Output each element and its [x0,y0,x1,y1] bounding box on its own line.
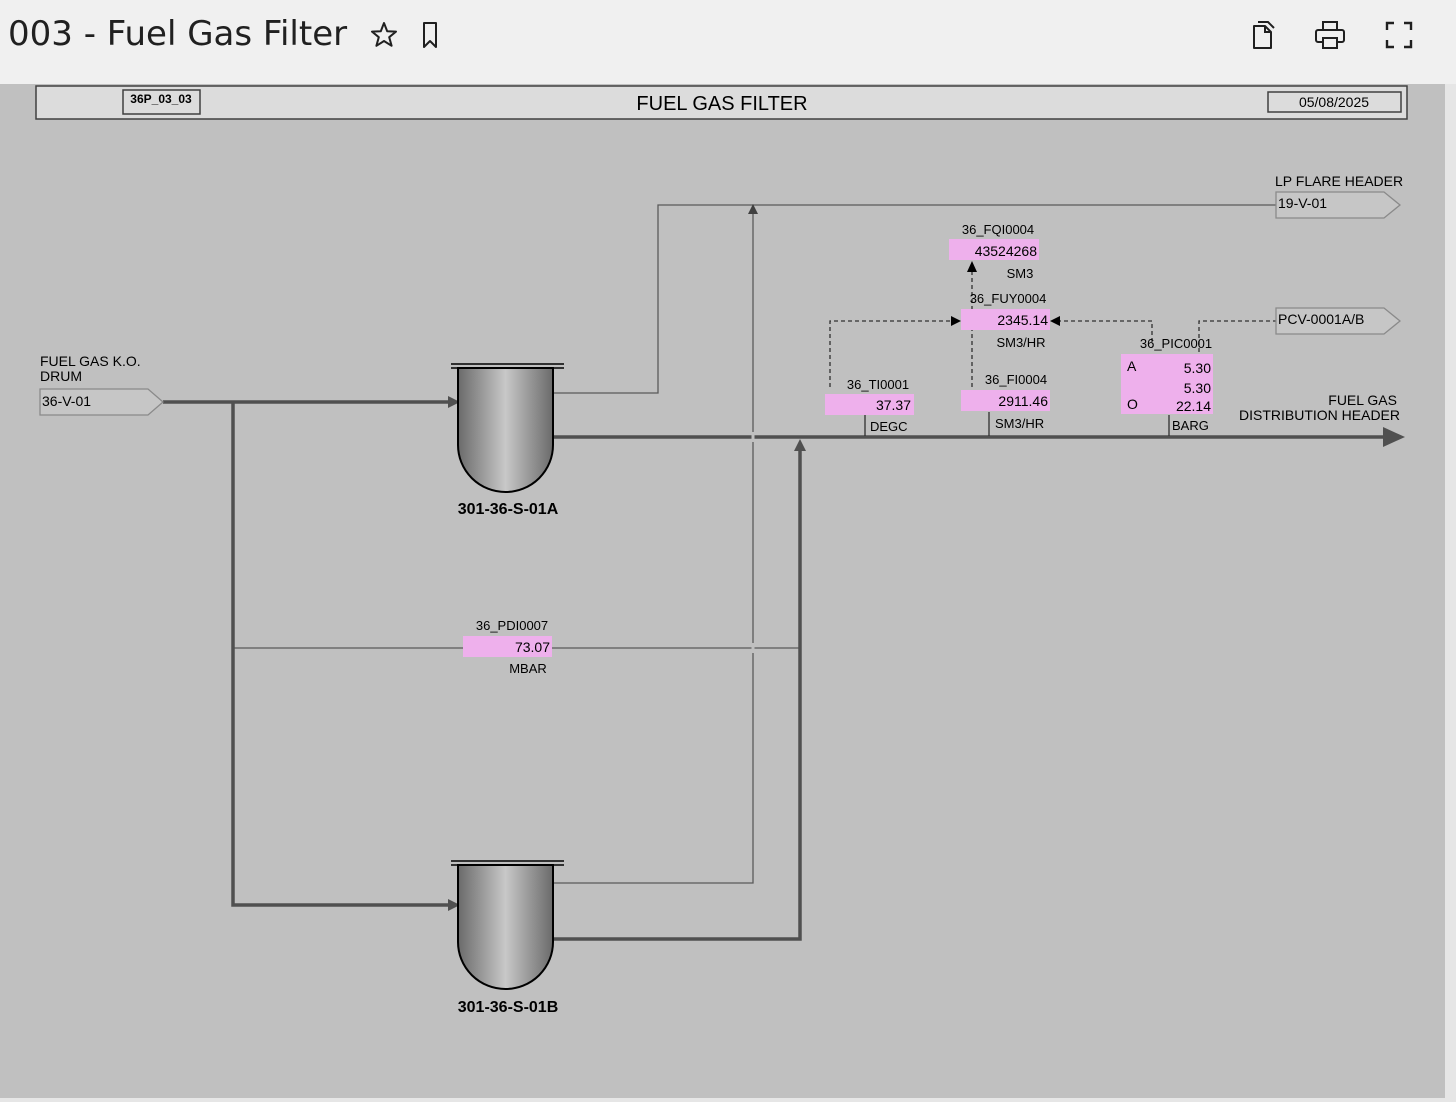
ti-value-box[interactable] [825,394,914,415]
inlet-arrow-b [448,899,460,911]
horizontal-scrollbar[interactable] [0,1098,1445,1102]
pic-sp: 5.30 [1184,380,1211,396]
pic-unit: BARG [1172,418,1209,433]
fqi-unit: SM3 [1007,266,1034,281]
flare-connector[interactable] [1275,191,1402,219]
filter-b-outlet-pipe [553,449,802,941]
pcv-connector[interactable] [1275,307,1402,335]
display-id: 36P_03_03 [130,92,192,106]
process-display: 36P_03_03 FUEL GAS FILTER 05/08/2025 [0,84,1445,1098]
bypass-pipe-b [231,402,450,907]
outlet-arrow [1383,427,1405,447]
fuy-value: 2345.14 [997,312,1048,328]
fqi-tag: 36_FQI0004 [962,222,1034,237]
page-title: 003 - Fuel Gas Filter [8,14,348,54]
fi-value: 2911.46 [998,393,1048,409]
filter-b-flare-line [553,212,754,884]
copy-icon[interactable] [1244,17,1280,53]
process-diagram: 36P_03_03 FUEL GAS FILTER 05/08/2025 [35,85,1408,1016]
pic-out-label: O [1127,396,1138,412]
title-bar: 003 - Fuel Gas Filter [0,0,1456,85]
date-box [1267,91,1402,113]
ti-tag: 36_TI0001 [847,377,909,392]
pic-signal-arrow [1050,316,1060,326]
pic-out: 22.14 [1176,398,1211,414]
fqi-signal-arrow [967,261,977,272]
outlet-label-line2: DISTRIBUTION HEADER [1239,407,1400,423]
pdi-tag: 36_PDI0007 [476,618,548,633]
ti-signal-arrow [951,316,961,326]
outlet-merge-arrow [794,439,806,451]
fqi-value: 43524268 [975,243,1038,259]
flare-label: LP FLARE HEADER [1275,173,1403,189]
pic-pv: 5.30 [1184,360,1211,376]
pcv-signal-line [1198,320,1276,352]
fqi-value-box[interactable] [949,239,1039,260]
inlet-arrow-a [448,396,460,408]
filter-a-label: 301-36-S-01A [458,501,559,518]
flare-tag: 19-V-01 [1278,195,1327,211]
fi-value-box[interactable] [961,390,1050,411]
pcv-tag: PCV-0001A/B [1278,311,1364,327]
fullscreen-icon[interactable] [1381,17,1417,53]
fuy-tag: 36_FUY0004 [970,291,1047,306]
pic-signal-line [1058,320,1153,342]
display-date: 05/08/2025 [1299,94,1369,110]
filter-b-label: 301-36-S-01B [458,999,559,1016]
ti-unit: DEGC [870,419,908,434]
pdi-value-box[interactable] [463,636,552,657]
pic-mode: A [1127,358,1137,374]
pic-faceplate[interactable] [1121,354,1213,414]
inlet-tag: 36-V-01 [42,393,91,409]
outlet-label-line1: FUEL GAS [1328,392,1397,408]
fuy-value-box[interactable] [961,309,1050,330]
display-header [35,85,1408,120]
filter-a-flare-line [553,204,1276,394]
fi-tag: 36_FI0004 [985,372,1047,387]
inlet-label-line1: FUEL GAS K.O. [40,353,141,369]
ti-signal-line [829,320,953,387]
pic-tag: 36_PIC0001 [1140,336,1212,351]
bookmark-icon[interactable] [412,17,448,53]
fi-unit: SM3/HR [995,416,1044,431]
print-icon[interactable] [1312,17,1348,53]
ti-value: 37.37 [876,397,911,413]
display-title: FUEL GAS FILTER [636,93,807,115]
fuy-unit: SM3/HR [996,335,1045,350]
inlet-connector[interactable] [39,388,164,416]
flare-arrow [748,204,758,214]
display-id-box [122,89,201,115]
vertical-scrollbar[interactable] [1445,84,1456,1102]
inlet-label-line2: DRUM [40,368,82,384]
pdi-value: 73.07 [515,639,550,655]
filter-vessel-a[interactable] [451,363,564,493]
pdi-unit: MBAR [509,661,547,676]
filter-vessel-b[interactable] [451,860,564,990]
star-icon[interactable] [366,17,402,53]
